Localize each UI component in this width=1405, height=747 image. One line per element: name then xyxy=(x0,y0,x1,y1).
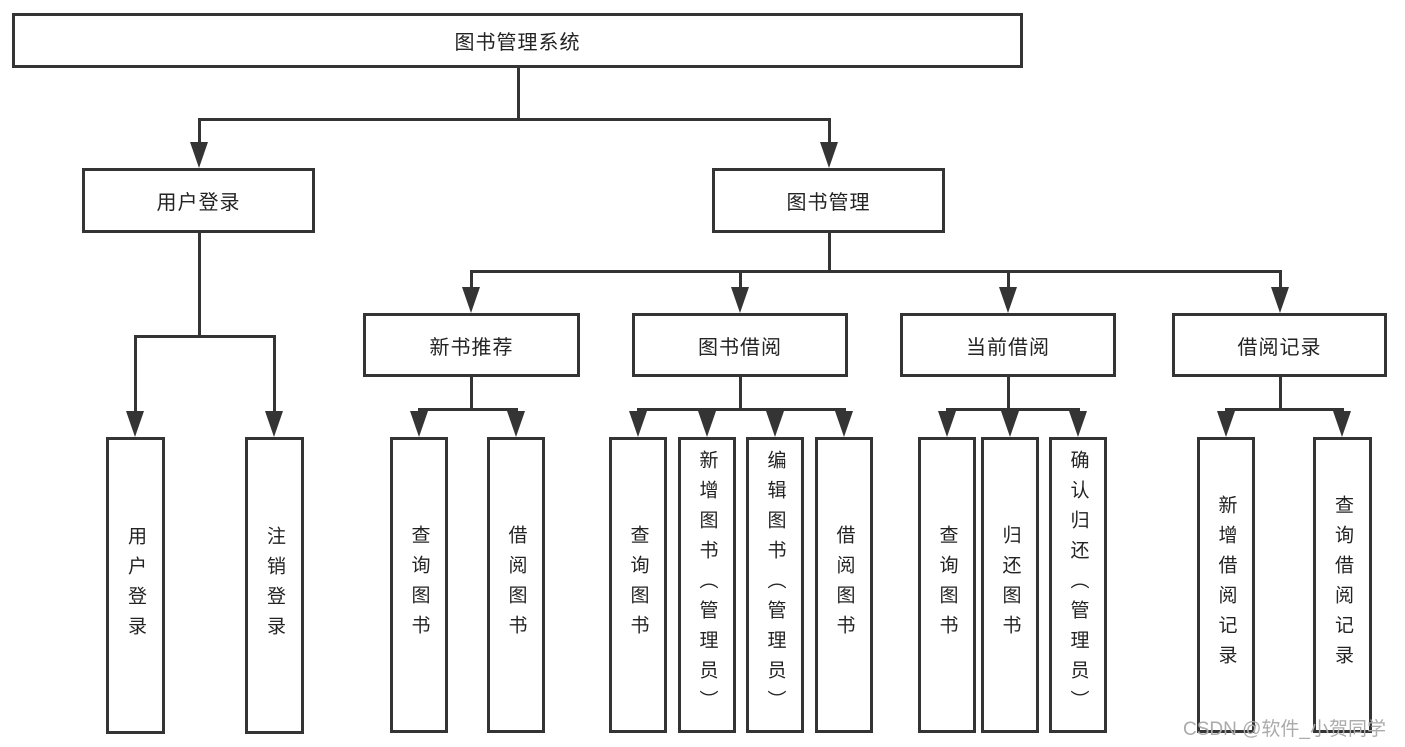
connector-stem xyxy=(1279,270,1282,289)
node-current-return-books: 归还图书 xyxy=(981,437,1039,733)
connector-arrowhead xyxy=(731,287,749,313)
connector-arrowhead xyxy=(126,411,144,437)
node-new-book-recommendation-label: 新书推荐 xyxy=(429,336,514,359)
connector-arrowhead xyxy=(698,411,716,437)
connector-stem xyxy=(828,233,831,272)
connector-stem xyxy=(1007,377,1010,410)
connector-arrowhead xyxy=(410,411,428,437)
connector-arrowhead xyxy=(835,411,853,437)
node-current-query-books-label: 查询图书 xyxy=(936,525,958,645)
connector-stem xyxy=(828,118,831,145)
connector-stem xyxy=(1279,377,1282,410)
node-borrowing-records-label: 借阅记录 xyxy=(1237,336,1322,359)
node-current-borrowing-label: 当前借阅 xyxy=(966,336,1050,359)
connector-branch xyxy=(418,408,518,411)
connector-stem xyxy=(470,377,473,410)
node-logout: 注销登录 xyxy=(245,437,304,734)
node-recommend-query-books-label: 查询图书 xyxy=(408,525,430,645)
node-recommend-borrow-books-label: 借阅图书 xyxy=(505,525,527,645)
node-current-return-books-label: 归还图书 xyxy=(999,525,1021,645)
node-new-book-recommendation: 新书推荐 xyxy=(363,313,580,377)
connector-branch xyxy=(198,118,831,121)
node-book-management: 图书管理 xyxy=(712,168,945,233)
connector-arrowhead xyxy=(462,287,480,313)
node-records-query-record-label: 查询借阅记录 xyxy=(1332,495,1353,675)
connector-stem xyxy=(134,335,137,414)
connector-stem xyxy=(1007,270,1010,289)
node-borrowing-add-book-admin-label: 新增图书（管理员） xyxy=(696,450,718,720)
connector-stem xyxy=(517,68,520,120)
connector-arrowhead xyxy=(1217,411,1235,437)
node-user-login-leaf-label: 用户登录 xyxy=(125,525,146,646)
node-borrowing-borrow-books-label: 借阅图书 xyxy=(833,525,855,645)
node-borrowing-query-books-label: 查询图书 xyxy=(627,525,649,645)
connector-arrowhead xyxy=(1001,411,1019,437)
connector-stem xyxy=(198,118,201,145)
connector-branch xyxy=(637,408,846,411)
connector-arrowhead xyxy=(265,411,283,437)
csdn-watermark: CSDN @软件_小贺同学 xyxy=(1183,719,1386,740)
node-user-login-label: 用户登录 xyxy=(156,192,241,214)
node-borrowing-edit-book-admin-label: 编辑图书（管理员） xyxy=(764,450,786,720)
node-logout-label: 注销登录 xyxy=(264,525,285,646)
connector-stem xyxy=(739,377,742,410)
node-records-query-record: 查询借阅记录 xyxy=(1313,437,1372,733)
connector-branch xyxy=(134,335,276,338)
connector-branch xyxy=(946,408,1080,411)
node-current-confirm-return-admin-label: 确认归还（管理员） xyxy=(1067,450,1089,720)
node-current-borrowing: 当前借阅 xyxy=(900,313,1116,377)
node-library-system: 图书管理系统 xyxy=(12,13,1023,68)
connector-branch xyxy=(1225,408,1344,411)
node-recommend-borrow-books: 借阅图书 xyxy=(487,437,545,733)
node-borrowing-borrow-books: 借阅图书 xyxy=(815,437,873,733)
connector-branch xyxy=(470,270,1282,273)
node-borrowing-add-book-admin: 新增图书（管理员） xyxy=(678,437,736,733)
connector-arrowhead xyxy=(938,411,956,437)
connector-arrowhead xyxy=(629,411,647,437)
node-borrowing-edit-book-admin: 编辑图书（管理员） xyxy=(746,437,804,733)
node-book-borrowing: 图书借阅 xyxy=(632,313,848,377)
node-book-management-label: 图书管理 xyxy=(786,192,871,214)
connector-stem xyxy=(739,270,742,289)
node-borrowing-records: 借阅记录 xyxy=(1172,313,1387,377)
node-borrowing-query-books: 查询图书 xyxy=(609,437,667,733)
node-library-system-label: 图书管理系统 xyxy=(454,32,581,54)
connector-arrowhead xyxy=(766,411,784,437)
connector-arrowhead xyxy=(1271,287,1289,313)
connector-stem xyxy=(470,270,473,289)
connector-arrowhead xyxy=(507,411,525,437)
connector-stem xyxy=(198,233,201,337)
connector-arrowhead xyxy=(999,287,1017,313)
node-records-add-record-label: 新增借阅记录 xyxy=(1215,495,1237,675)
node-book-borrowing-label: 图书借阅 xyxy=(698,336,782,359)
node-current-confirm-return-admin: 确认归还（管理员） xyxy=(1049,437,1107,733)
connector-arrowhead xyxy=(190,142,208,168)
node-user-login-leaf: 用户登录 xyxy=(106,437,165,734)
node-current-query-books: 查询图书 xyxy=(918,437,976,733)
connector-stem xyxy=(273,335,276,414)
node-recommend-query-books: 查询图书 xyxy=(390,437,448,733)
node-user-login: 用户登录 xyxy=(82,168,315,233)
connector-arrowhead xyxy=(820,142,838,168)
node-records-add-record: 新增借阅记录 xyxy=(1197,437,1255,733)
connector-arrowhead xyxy=(1333,411,1351,437)
connector-arrowhead xyxy=(1069,411,1087,437)
